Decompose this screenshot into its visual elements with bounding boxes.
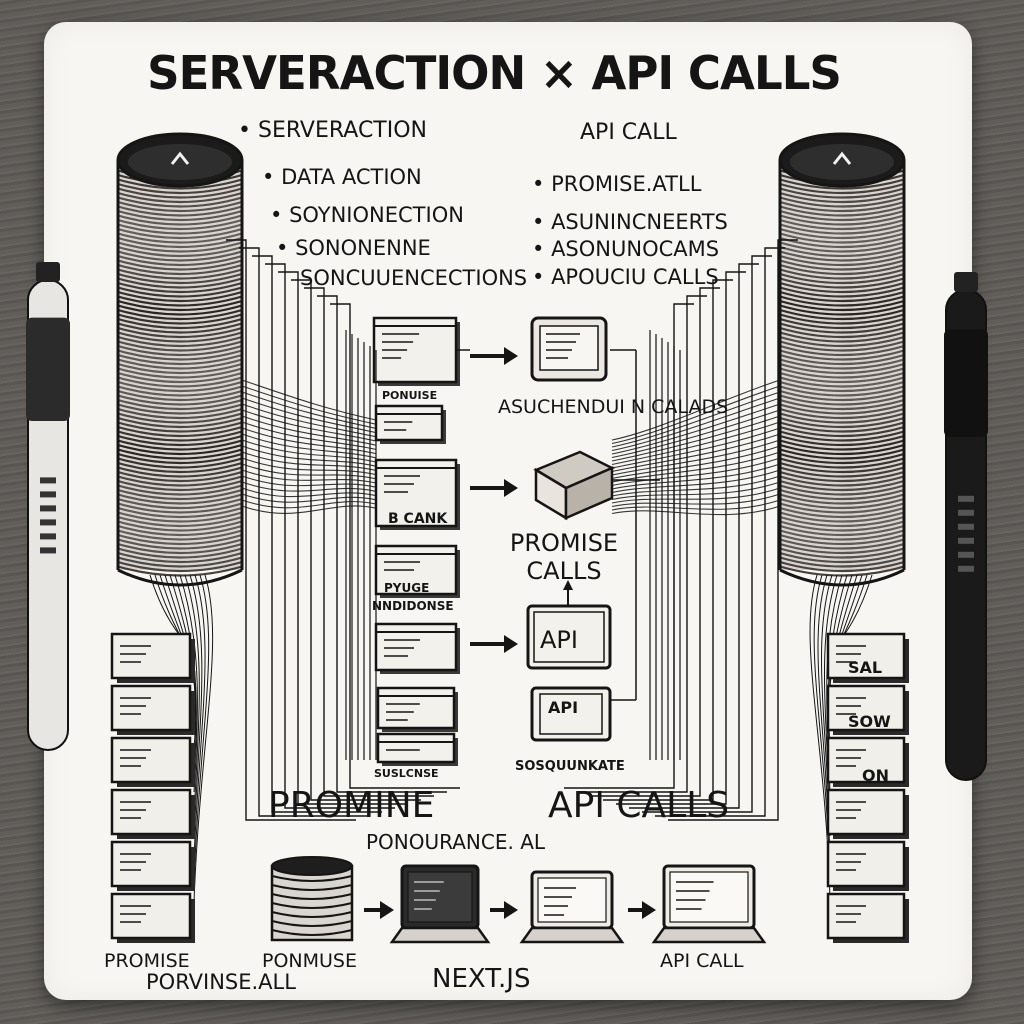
asynch-calls-label: ASUCHENDUI N CALADS: [498, 396, 729, 418]
right-stack-label-2: SOW: [848, 712, 891, 731]
right-item-4: • APOUCIU CALLS: [532, 265, 719, 289]
right-stack-label-3: ON: [862, 766, 889, 785]
right-box-stack: [826, 632, 909, 943]
promise-all-label: PORVINSE.ALL: [146, 970, 296, 994]
arrow-right-icon-1: [470, 347, 518, 365]
api-call-bottom-label: API CALL: [660, 950, 744, 972]
left-item-2: • SOYNIONECTION: [270, 203, 464, 227]
left-box-stack: [110, 632, 195, 943]
api-box2-icon: [530, 686, 612, 742]
promise-center-label: PONMUSE: [262, 950, 357, 972]
arrow-right-icon-4: [364, 901, 394, 919]
arrow-right-icon-5: [490, 901, 518, 919]
laptop-icon-1: [389, 864, 491, 944]
left-heading: • SERVERACTION: [238, 118, 428, 143]
marker-pen-icon-left: [26, 262, 70, 751]
laptop-icon-2: [519, 870, 625, 944]
arrow-right-icon-2: [470, 479, 518, 497]
document-box-icon-6: [376, 686, 458, 732]
database-stack-icon-1: [270, 856, 354, 942]
left-item-3: • SONONENNE: [276, 236, 431, 260]
document-box-icon-2: [374, 404, 446, 444]
cube-icon: [533, 450, 615, 521]
marker-pen-icon-right: [944, 272, 988, 781]
right-item-2: • ASUNINCNEERTS: [532, 210, 728, 234]
left-item-1: • DATA ACTION: [262, 165, 422, 189]
arrow-right-icon-3: [470, 635, 518, 653]
arrow-right-icon-6: [628, 901, 656, 919]
document-box-icon-1: [372, 316, 460, 386]
right-heading: API CALL: [580, 120, 677, 145]
box-c-label: NNDIDONSE: [372, 599, 454, 613]
right-stack-label-1: SAL: [848, 658, 883, 677]
document-box-icon-4: [374, 544, 460, 598]
sequential-label: SOSQUUNKATE: [515, 759, 625, 774]
connector-wires: [345, 330, 681, 760]
right-item-3: • ASONUNOCAMS: [532, 237, 720, 261]
server-cylinder-icon-left: [116, 132, 244, 587]
nextjs-label: NEXT.JS: [432, 964, 531, 994]
box-b-label: PYUGE: [384, 581, 430, 595]
laptop-icon-3: [651, 864, 767, 944]
proc-label: PONUISE: [382, 389, 438, 402]
monitor-icon: [530, 316, 608, 382]
promise-left-label: PROMISE: [104, 950, 190, 972]
server-cylinder-icon-right: [778, 132, 906, 587]
wires-left: [241, 379, 377, 514]
page-title: SERVERACTION × API CALLS: [147, 46, 842, 100]
promine-label: PROMINE: [268, 785, 435, 826]
document-box-icon-5: [374, 622, 460, 674]
box-a-label: B CANK: [388, 511, 448, 527]
api-box2-label: API: [548, 698, 579, 717]
api-calls-label: API CALLS: [548, 785, 730, 826]
wires-right: [611, 379, 781, 516]
box-d-label: SUSLCNSE: [374, 767, 439, 780]
left-item-4: SONCUUENCECTIONS: [300, 266, 528, 290]
right-item-1: • PROMISE.ATLL: [532, 172, 702, 196]
api-box-label: API: [540, 626, 578, 654]
promise-calls-label: PROMISE CALLS: [509, 529, 619, 585]
concurrence-label: PONOURANCE. AL: [366, 830, 546, 854]
vertical-wires: [149, 239, 873, 903]
document-box-icon-3: [374, 458, 460, 530]
document-box-icon-7: [376, 732, 458, 766]
